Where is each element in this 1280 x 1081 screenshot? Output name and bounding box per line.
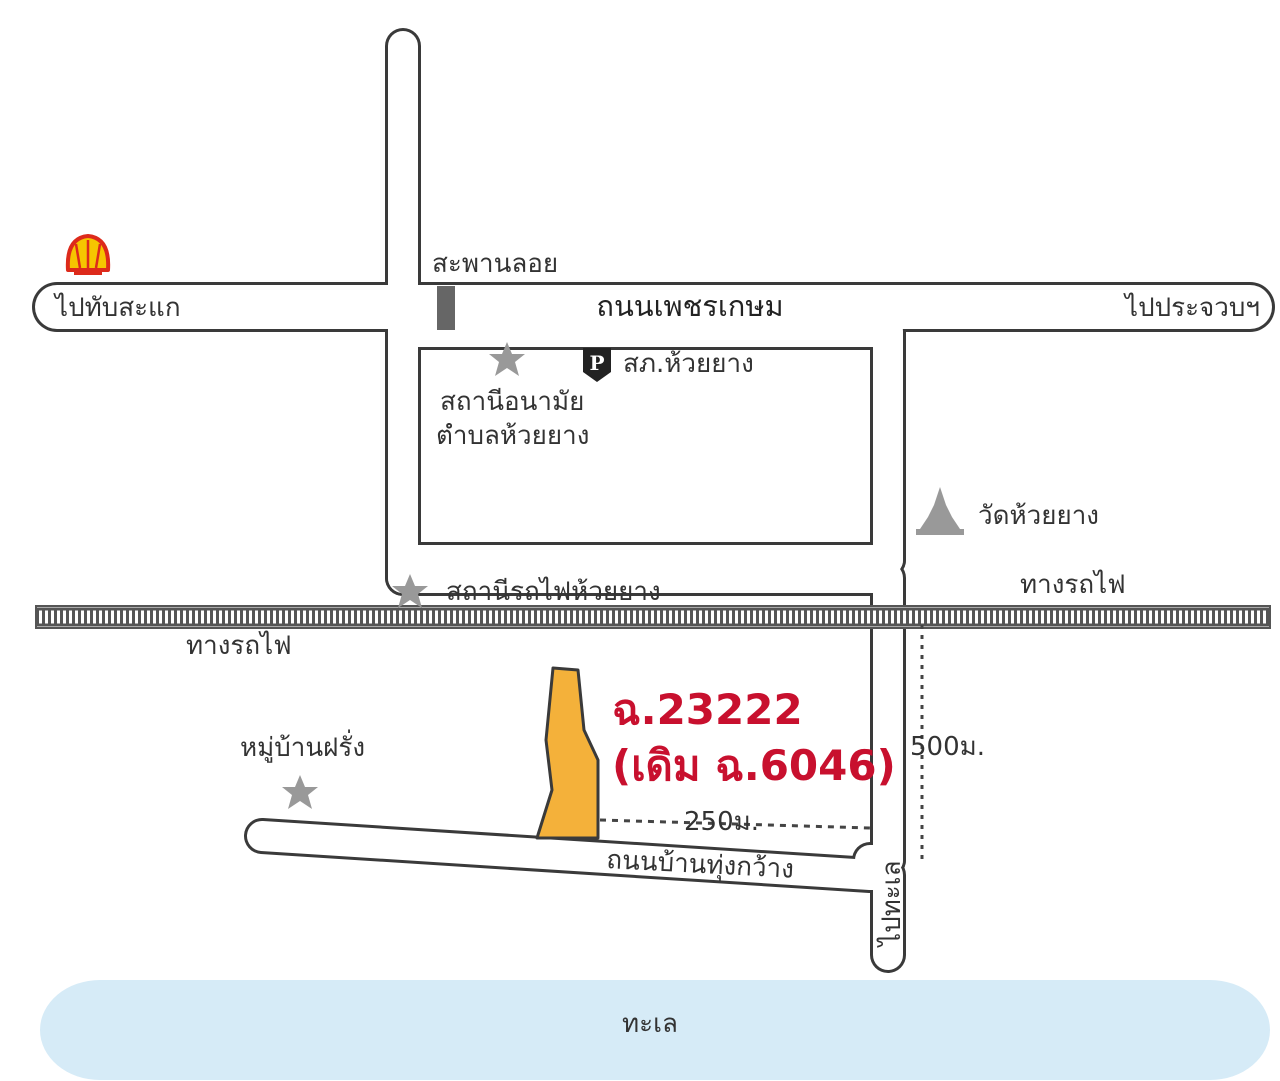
railway-label-right: ทางรถไฟ	[1020, 569, 1126, 600]
health-center-label-1: สถานีอนามัย	[440, 387, 584, 417]
block-interior	[421, 350, 870, 542]
main-road-label: ถนนเพชรเกษม	[596, 289, 783, 323]
railway-label-left: ทางรถไฟ	[186, 630, 292, 661]
health-center-label-2: ตำบลห้วยยาง	[436, 421, 589, 451]
railway-track	[35, 605, 1271, 629]
distance-500-label: 500ม.	[910, 732, 985, 762]
village-label: หมู่บ้านฝรั่ง	[240, 729, 365, 763]
bridge-label: สะพานลอย	[432, 249, 558, 279]
sea-area	[40, 980, 1270, 1080]
road-network-fill	[35, 31, 1272, 970]
land-plot	[535, 666, 600, 840]
shell-logo-icon	[65, 234, 111, 275]
plot-label-1: ฉ.23222	[612, 685, 803, 734]
sea-label: ทะเล	[622, 1009, 678, 1039]
station-label: สถานีรถไฟห้วยยาง	[446, 576, 661, 607]
distance-250-label: 250ม.	[684, 807, 759, 837]
bridge-marker	[437, 286, 455, 330]
to-west-label: ไปทับสะแก	[53, 292, 181, 323]
temple-stupa-icon	[916, 487, 964, 535]
distance-line-250	[599, 818, 871, 830]
health-center-star-icon	[489, 342, 525, 376]
to-east-label: ไปประจวบฯ	[1123, 292, 1260, 323]
temple-label: วัดห้วยยาง	[978, 501, 1099, 531]
police-station-label: สภ.ห้วยยาง	[623, 349, 754, 379]
village-star-icon	[282, 775, 318, 809]
parking-icon: P	[583, 348, 611, 382]
parking-letter: P	[589, 351, 604, 375]
to-sea-label: ไปทะเล	[876, 860, 907, 948]
plot-label-2: (เดิม ฉ.6046)	[612, 741, 896, 790]
station-star-icon	[392, 574, 428, 608]
